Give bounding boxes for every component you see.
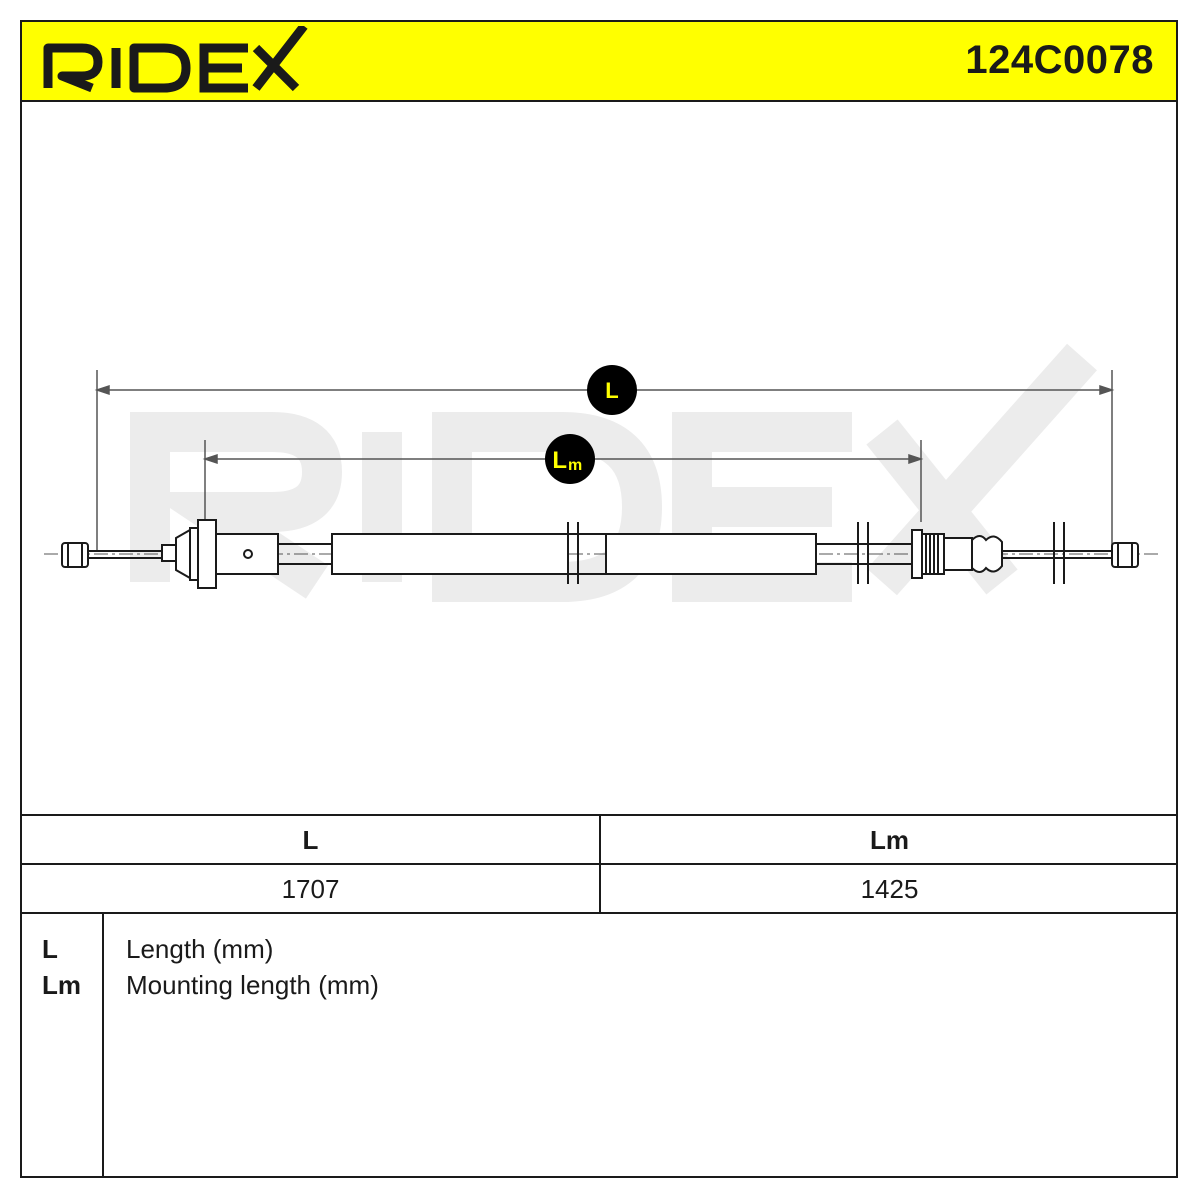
mounting-length-badge-sub: m [568, 457, 582, 474]
header-mounting-length: Lm [870, 824, 909, 855]
legend-key-mounting-length: Lm [42, 970, 81, 1000]
length-badge-label: L [605, 378, 618, 403]
header-bar: 124C0078 [22, 22, 1176, 102]
part-number: 124C0078 [965, 38, 1154, 82]
ridex-watermark [130, 343, 1097, 602]
mounting-length-badge-main: L [552, 447, 567, 474]
product-sheet: 124C0078 L [20, 20, 1178, 1178]
brake-cable [61, 519, 1139, 589]
mounting-length-badge: L m [545, 434, 595, 484]
dimensions-table: L Lm 1707 1425 [22, 814, 1178, 912]
legend-key-length: L [42, 934, 58, 964]
legend-desc-length: Length (mm) [126, 934, 274, 964]
value-length: 1707 [281, 873, 340, 904]
header-length: L [302, 824, 319, 855]
legend: L Length (mm) Lm Mounting length (mm) [22, 912, 1178, 1178]
ridex-logo [43, 26, 308, 93]
value-mounting-length: 1425 [860, 873, 919, 904]
legend-divider [102, 914, 104, 1178]
legend-desc-mounting-length: Mounting length (mm) [126, 970, 379, 1000]
length-badge: L [587, 365, 637, 415]
cable-drawing: L L m [44, 343, 1158, 602]
table-divider-vertical [599, 816, 601, 912]
